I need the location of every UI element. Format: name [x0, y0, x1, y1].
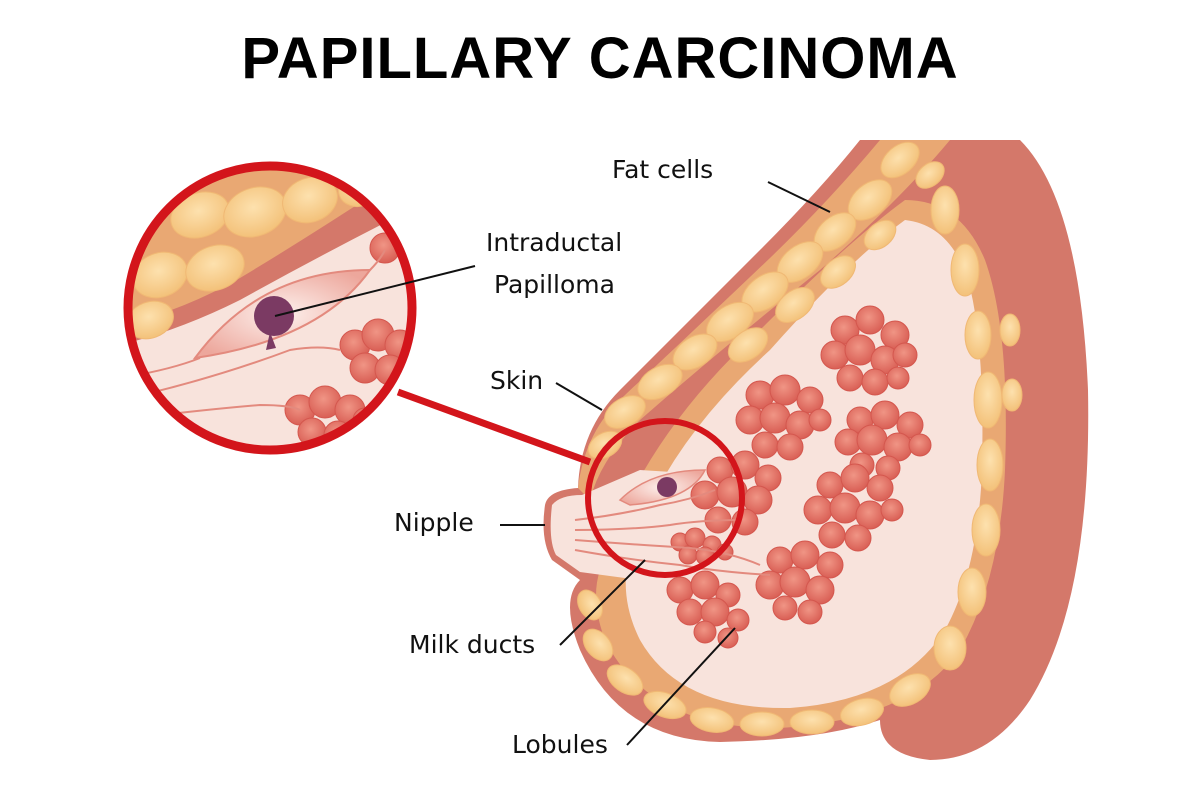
label-nipple: Nipple — [394, 508, 474, 537]
leader-fat-cells — [767, 181, 831, 213]
breast-cross-section — [543, 140, 1089, 760]
label-papilloma: Papilloma — [494, 270, 615, 299]
lobules — [666, 305, 932, 649]
label-intraductal: Intraductal — [486, 228, 623, 257]
magnified-inset — [123, 161, 417, 455]
fat-cells — [577, 141, 1023, 737]
magnifier-connector — [396, 388, 592, 466]
leader-milk-ducts — [559, 559, 646, 646]
leader-skin — [555, 382, 603, 411]
lobule-cluster — [803, 463, 904, 552]
label-lobules: Lobules — [512, 730, 608, 759]
diagram-title: PAPILLARY CARCINOMA — [241, 26, 959, 91]
leader-lobules — [626, 627, 736, 746]
lobule-cluster — [820, 305, 918, 396]
milk-ducts — [574, 489, 771, 576]
papilloma-mass — [254, 296, 294, 336]
leader-lines — [274, 181, 831, 746]
label-skin: Skin — [490, 366, 544, 395]
lobule-cluster — [834, 400, 932, 481]
lobule-cluster — [666, 570, 750, 649]
lobule-cluster — [735, 374, 832, 461]
label-fat-cells: Fat cells — [612, 155, 714, 184]
magnifier-ring-small — [585, 418, 745, 578]
magnifier-ring-large — [123, 161, 417, 455]
label-milk-ducts: Milk ducts — [409, 630, 536, 659]
lobule-cluster — [755, 540, 844, 625]
leader-intraductal-papilloma — [274, 265, 476, 317]
papilloma-duct-small — [618, 469, 707, 506]
